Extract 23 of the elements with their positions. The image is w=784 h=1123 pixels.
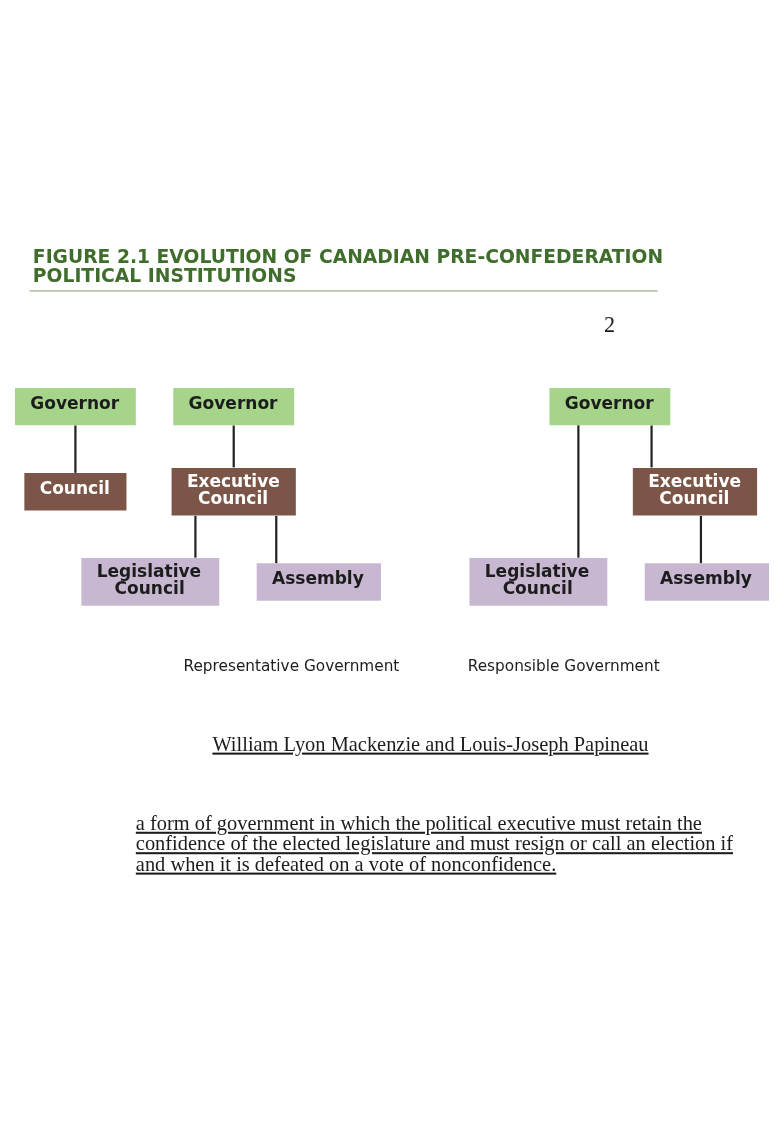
node-box: Executive Council <box>171 467 296 516</box>
label: 2 <box>603 312 615 338</box>
label: a form of government in which the political executive must retain the confidence of the elected legislature and must resign or call an election if and when it is defeated on a vote of nonconfidence. <box>135 811 734 875</box>
label: William Lyon Mackenzie and Louis-Joseph Papineau <box>212 732 649 755</box>
connector <box>650 425 653 468</box>
label: Responsible Government <box>467 656 660 675</box>
connector <box>232 425 235 468</box>
connector <box>275 515 278 564</box>
node-box: Council <box>24 473 127 511</box>
node-box: Legislative Council <box>81 558 220 606</box>
connector <box>74 425 77 473</box>
node-box: Legislative Council <box>469 558 608 606</box>
node-box: Executive Council <box>632 467 758 516</box>
node-box: Governor <box>15 387 136 426</box>
label: Representative Government <box>183 656 400 675</box>
node-box: Assembly <box>256 563 381 601</box>
node-box: Governor <box>173 387 295 426</box>
connector <box>699 515 703 564</box>
connector <box>577 425 580 558</box>
node-box: Governor <box>549 387 671 426</box>
connector <box>194 515 197 558</box>
diagram-title: FIGURE 2.1 EVOLUTION OF CANADIAN PRE-CONFEDERATION POLITICAL INSTITUTIONS <box>32 246 664 287</box>
node-box: Assembly <box>644 563 769 601</box>
